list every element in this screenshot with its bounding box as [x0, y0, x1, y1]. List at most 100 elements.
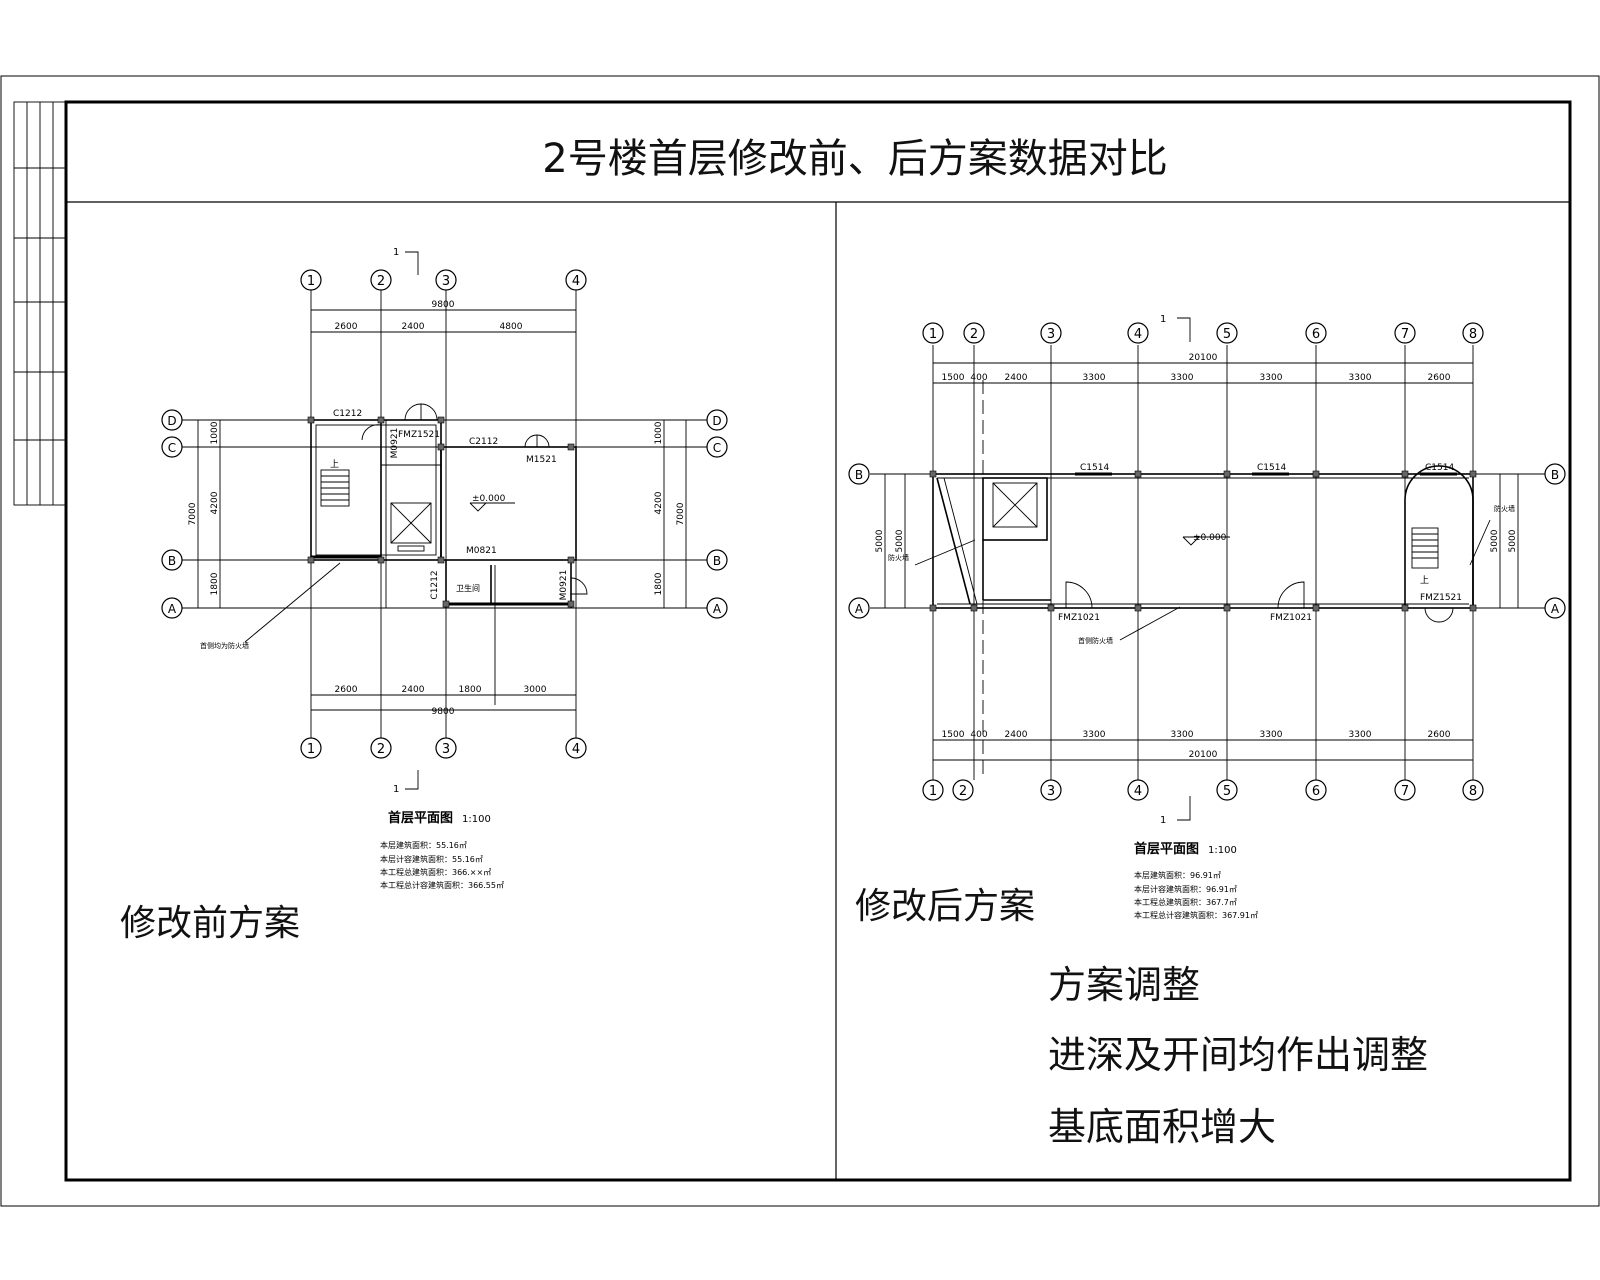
before-door-fmz1521: FMZ1521 [398, 430, 440, 440]
before-window-c2112: C2112 [469, 437, 498, 447]
after-dim-bottom-1: 1500 [942, 730, 965, 740]
before-axis-right-A: A [713, 602, 722, 616]
before-plan [180, 251, 710, 790]
after-overall-width-bottom: 20100 [1189, 750, 1218, 760]
before-axis-left-D: D [167, 414, 176, 428]
before-side-dim-right-1: 1000 [654, 421, 664, 444]
before-side-dim-left-2: 4200 [210, 491, 220, 514]
after-side-dim-left-inner: 5000 [895, 529, 905, 552]
sheet-outer-border [0, 75, 1600, 1207]
before-firewall-note: 首侧均为防火墙 [200, 641, 249, 650]
after-window-c1514-2: C1514 [1257, 463, 1286, 473]
before-side-dim-left-3: 1800 [210, 572, 220, 595]
after-firewall-tag-left: 防火墙 [888, 553, 909, 562]
after-side-dim-left-outer: 5000 [875, 529, 885, 552]
after-firewall-tag-right: 防火墙 [1494, 504, 1515, 513]
before-axis-right-C: C [713, 441, 721, 455]
before-axis-right-D: D [712, 414, 721, 428]
after-dim-bottom-5: 3300 [1171, 730, 1194, 740]
after-axis-top-5: 5 [1223, 327, 1231, 342]
before-axis-top-2: 2 [377, 274, 385, 289]
after-axis-bottom-7: 7 [1401, 784, 1409, 799]
before-dim-top-1: 2600 [335, 322, 358, 332]
before-stat-1: 本层建筑面积：55.16㎡ [380, 840, 467, 850]
after-axis-top-1: 1 [929, 327, 937, 342]
after-axis-top-2: 2 [970, 327, 978, 342]
after-dim-top-4: 3300 [1083, 373, 1106, 383]
before-axis-top-1: 1 [307, 274, 315, 289]
after-stat-1: 本层建筑面积：96.91㎡ [1134, 870, 1221, 880]
after-dim-top-1: 1500 [942, 373, 965, 383]
note-3: 基底面积增大 [1048, 1105, 1276, 1149]
before-door-m0921-upper: M0921 [390, 428, 400, 459]
after-door-fmz1521: FMZ1521 [1420, 593, 1462, 603]
after-elevation: ±0.000 [1193, 533, 1227, 543]
note-2: 进深及开间均作出调整 [1048, 1033, 1428, 1077]
before-overall-width-top: 9800 [432, 300, 455, 310]
before-door-m0921-lower: M0921 [559, 570, 569, 601]
after-plan-title: 首层平面图 [1134, 841, 1199, 857]
after-dim-bottom-7: 3300 [1349, 730, 1372, 740]
before-axis-top-4: 4 [572, 274, 580, 289]
after-axis-left-A: A [855, 602, 864, 616]
after-axis-bottom-3: 3 [1047, 784, 1055, 799]
after-axis-bottom-1: 1 [929, 784, 937, 799]
before-room-toilet: 卫生间 [456, 583, 480, 593]
after-axis-top-3: 3 [1047, 327, 1055, 342]
after-stair-up: 上 [1420, 575, 1429, 586]
after-stat-3: 本工程总建筑面积：367.7㎡ [1134, 897, 1237, 907]
before-section-mark-top: 1 [393, 247, 399, 258]
before-elevation: ±0.000 [472, 494, 506, 504]
before-axis-bottom-1: 1 [307, 742, 315, 757]
after-axis-bottom-4: 4 [1134, 784, 1142, 799]
before-plan-title: 首层平面图 [388, 810, 453, 826]
after-axis-top-7: 7 [1401, 327, 1409, 342]
before-section-mark-bottom: 1 [393, 784, 399, 795]
after-dim-top-7: 3300 [1349, 373, 1372, 383]
before-door-m1521: M1521 [526, 455, 557, 465]
after-plan-scale: 1:100 [1208, 845, 1237, 856]
before-dim-bottom-4: 3000 [524, 685, 547, 695]
after-axis-right-B: B [1551, 468, 1559, 482]
before-axis-left-C: C [168, 441, 176, 455]
before-dim-top-3: 4800 [500, 322, 523, 332]
after-annotations: 1 1 20100 1500 400 2400 3300 3300 3300 3… [855, 314, 1518, 1149]
after-axis-top-6: 6 [1312, 327, 1320, 342]
note-1: 方案调整 [1048, 963, 1200, 1007]
after-dim-bottom-3: 2400 [1005, 730, 1028, 740]
before-window-c1212: C1212 [333, 409, 362, 419]
sheet-title: 2号楼首层修改前、后方案数据对比 [542, 136, 1167, 182]
before-dim-bottom-1: 2600 [335, 685, 358, 695]
after-stat-2: 本层计容建筑面积：96.91㎡ [1134, 884, 1237, 894]
after-axis-bottom-6: 6 [1312, 784, 1320, 799]
before-side-total-right: 7000 [676, 502, 686, 525]
title-block-strip [13, 101, 67, 506]
after-axis-bubbles: 1 2 3 4 5 6 7 8 1 2 3 4 5 6 7 8 B A B A [848, 322, 1566, 801]
after-stat-4: 本工程总计容建筑面积：367.91㎡ [1134, 910, 1258, 920]
after-side-dim-right-inner: 5000 [1490, 529, 1500, 552]
after-scheme-label: 修改后方案 [855, 886, 1035, 927]
after-firewall-note: 首侧防火墙 [1078, 636, 1113, 645]
after-dim-bottom-6: 3300 [1260, 730, 1283, 740]
after-side-dim-right-outer: 5000 [1508, 529, 1518, 552]
before-annotations: 1 1 9800 2600 2400 4800 2600 2400 1800 3… [120, 247, 686, 944]
after-window-c1514-3: C1514 [1425, 463, 1454, 473]
before-axis-bottom-4: 4 [572, 742, 580, 757]
after-overall-width-top: 20100 [1189, 353, 1218, 363]
after-door-fmz1021-2: FMZ1021 [1270, 613, 1312, 623]
before-dim-bottom-3: 1800 [459, 685, 482, 695]
after-dim-top-5: 3300 [1171, 373, 1194, 383]
before-axis-right-B: B [713, 554, 721, 568]
drawing-frame [64, 100, 1572, 1182]
before-overall-width-bottom: 9800 [432, 707, 455, 717]
after-plan [870, 317, 1545, 821]
before-scheme-label: 修改前方案 [120, 903, 300, 944]
before-window-c1212-lower: C1212 [430, 570, 440, 599]
before-side-dim-left-1: 1000 [210, 421, 220, 444]
before-side-total-left: 7000 [188, 502, 198, 525]
after-dim-bottom-2: 400 [970, 730, 987, 740]
after-axis-top-4: 4 [1134, 327, 1142, 342]
after-dim-bottom-4: 3300 [1083, 730, 1106, 740]
before-plan-scale: 1:100 [462, 814, 491, 825]
